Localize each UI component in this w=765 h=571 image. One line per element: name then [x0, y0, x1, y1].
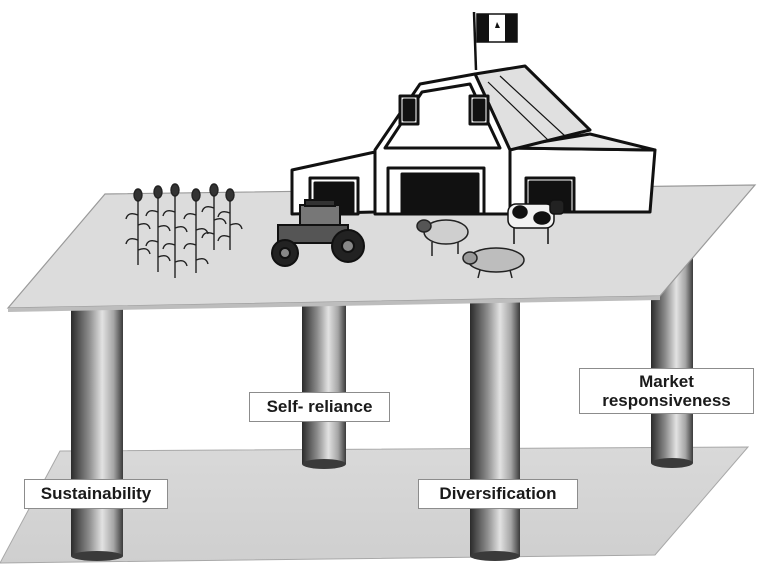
label-market-line1: Market: [639, 372, 694, 391]
barn-icon: [290, 64, 657, 216]
pillar-self-reliance: [302, 296, 346, 469]
label-self-reliance: Self- reliance: [249, 392, 390, 422]
pillar-sustainability: [71, 298, 123, 561]
sheep-icon: [416, 219, 469, 256]
label-diversification: Diversification: [418, 479, 578, 509]
cow-icon: [507, 199, 565, 244]
label-market-line2: responsiveness: [602, 391, 731, 410]
corn-icon: [125, 183, 243, 278]
pig-icon: [462, 247, 525, 279]
label-sustainability: Sustainability: [24, 479, 168, 509]
tractor-icon: [271, 199, 365, 267]
label-market-responsiveness: Market responsiveness: [579, 368, 754, 414]
pillar-diversification: [470, 296, 520, 561]
flag-icon: [472, 11, 518, 71]
